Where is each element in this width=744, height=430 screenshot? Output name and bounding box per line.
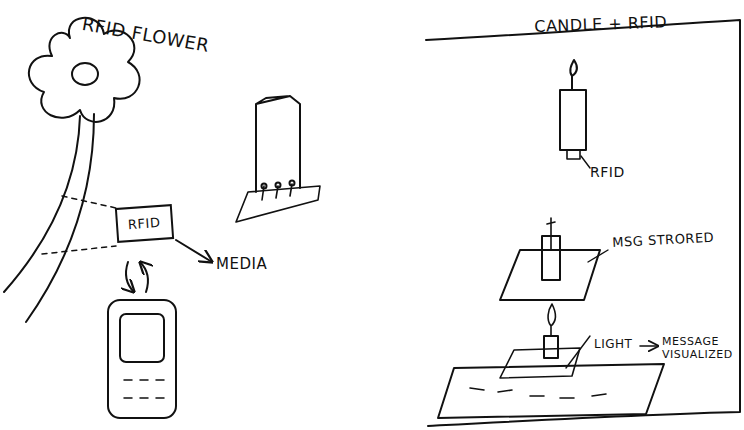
device-pin-head [262, 184, 267, 189]
dashed-link [42, 246, 116, 254]
device-pin-head [290, 181, 295, 186]
phone-body [108, 300, 176, 418]
sketch-title: RFID FLOWER [80, 14, 210, 57]
flower-stem [4, 116, 80, 292]
candle-body [560, 90, 586, 150]
rfid-tag-box: RFID [115, 204, 174, 243]
message-strip [438, 364, 664, 418]
base-plate [500, 348, 580, 378]
device-pin-head [276, 183, 281, 188]
label-arrow [640, 345, 658, 347]
flower-stem [26, 114, 94, 322]
leader-line [566, 336, 590, 368]
leader-line [588, 250, 608, 262]
message-dashes [470, 388, 606, 398]
rfid-tag [567, 150, 580, 159]
media-arrow [176, 240, 212, 262]
box-text: RFID [128, 215, 162, 232]
light-label: LIGHT [594, 338, 632, 352]
device-box [256, 96, 300, 192]
phone-keys [124, 380, 164, 398]
media-label: MEDIA [216, 256, 267, 273]
base-plate [500, 250, 600, 300]
panel-frame [426, 20, 740, 426]
sync-arrow [126, 262, 134, 292]
tag-label: RFID [590, 164, 625, 180]
result-label: MESSAGE VISUALIZED [662, 336, 740, 361]
candle-flame [548, 304, 556, 336]
lit-candle [544, 336, 558, 358]
phone-screen [120, 314, 164, 362]
leader-line [581, 156, 590, 168]
dashed-link [62, 196, 116, 208]
flower-center [72, 63, 98, 85]
sync-arrow [140, 262, 148, 292]
panel-heading: CANDLE + RFID [534, 13, 667, 36]
candle-wick [570, 60, 576, 90]
candle-wick [547, 218, 555, 250]
device-base [236, 186, 320, 222]
stored-label: MSG STRORED [612, 231, 715, 251]
